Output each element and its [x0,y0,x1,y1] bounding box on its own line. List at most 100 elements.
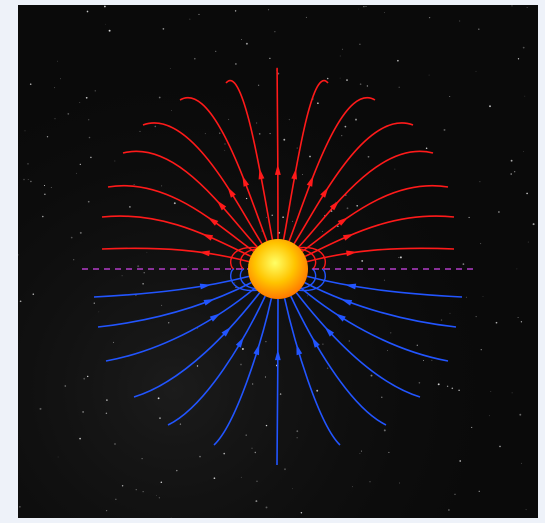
field-line [282,79,329,240]
star [204,133,206,135]
field-line [290,295,387,426]
star [141,457,143,460]
star [292,488,293,490]
star [498,211,500,213]
star [23,178,25,181]
star [370,374,373,377]
star [79,231,82,234]
star [146,252,148,254]
star [296,430,299,433]
field-line [295,292,421,398]
field-line [225,79,274,240]
star [458,389,460,391]
star [399,256,402,259]
star [240,363,242,366]
field-line [301,184,449,253]
star [322,230,323,232]
star [135,489,137,491]
star [255,500,258,503]
star [520,462,522,464]
star [283,138,286,141]
star [234,282,236,284]
field-arrow [346,250,358,257]
star [480,243,482,245]
star [50,187,52,188]
star [245,42,248,45]
star [114,160,116,162]
star [168,322,170,324]
star [256,122,258,124]
star [309,155,311,158]
star [264,376,266,378]
star [265,506,268,509]
field-line [107,184,255,253]
star [256,480,258,482]
field-arrow [216,200,227,211]
star [522,46,525,49]
star [189,18,191,20]
star [54,87,56,89]
field-line [300,287,449,362]
field-line [306,247,455,263]
field-arrow [209,313,221,322]
star [240,476,242,478]
star [54,118,56,120]
star [322,343,324,345]
star [357,8,359,10]
star [224,150,226,151]
star [224,143,226,145]
star [448,509,450,511]
star [266,217,267,219]
star [337,225,339,228]
star [64,385,67,387]
closed-loop-upper [289,246,326,270]
star [139,130,141,132]
star [449,312,451,314]
field-arrow [324,326,335,337]
diagram-frame [18,5,538,518]
star [93,302,95,304]
star [154,125,157,128]
field-line [133,292,261,398]
star [257,84,260,86]
star [383,429,386,432]
star [169,68,171,69]
field-arrow [207,217,219,226]
star [344,125,347,128]
star [106,399,108,401]
star [115,498,117,500]
star [352,486,353,488]
star [359,43,361,45]
star [316,389,319,392]
star [475,316,477,318]
star [440,319,443,321]
star [158,96,161,99]
star [517,58,520,60]
star [105,509,108,512]
star [428,74,430,76]
star [254,451,257,454]
star [252,383,254,385]
field-line [276,67,279,240]
field-arrow [291,168,297,180]
star [388,451,390,453]
field-line [288,96,376,242]
star [459,20,461,22]
star [171,110,172,111]
star [32,293,35,295]
field-line [179,96,268,242]
star [305,16,307,18]
field-arrow [235,337,244,348]
field-arrow [221,326,232,337]
star [527,241,529,243]
star [199,455,201,458]
star [489,105,491,108]
star [86,375,89,378]
star [265,340,267,343]
star [288,119,290,121]
star [510,159,513,162]
star [443,128,446,131]
star [76,172,77,174]
star [341,48,344,50]
star [384,12,385,13]
